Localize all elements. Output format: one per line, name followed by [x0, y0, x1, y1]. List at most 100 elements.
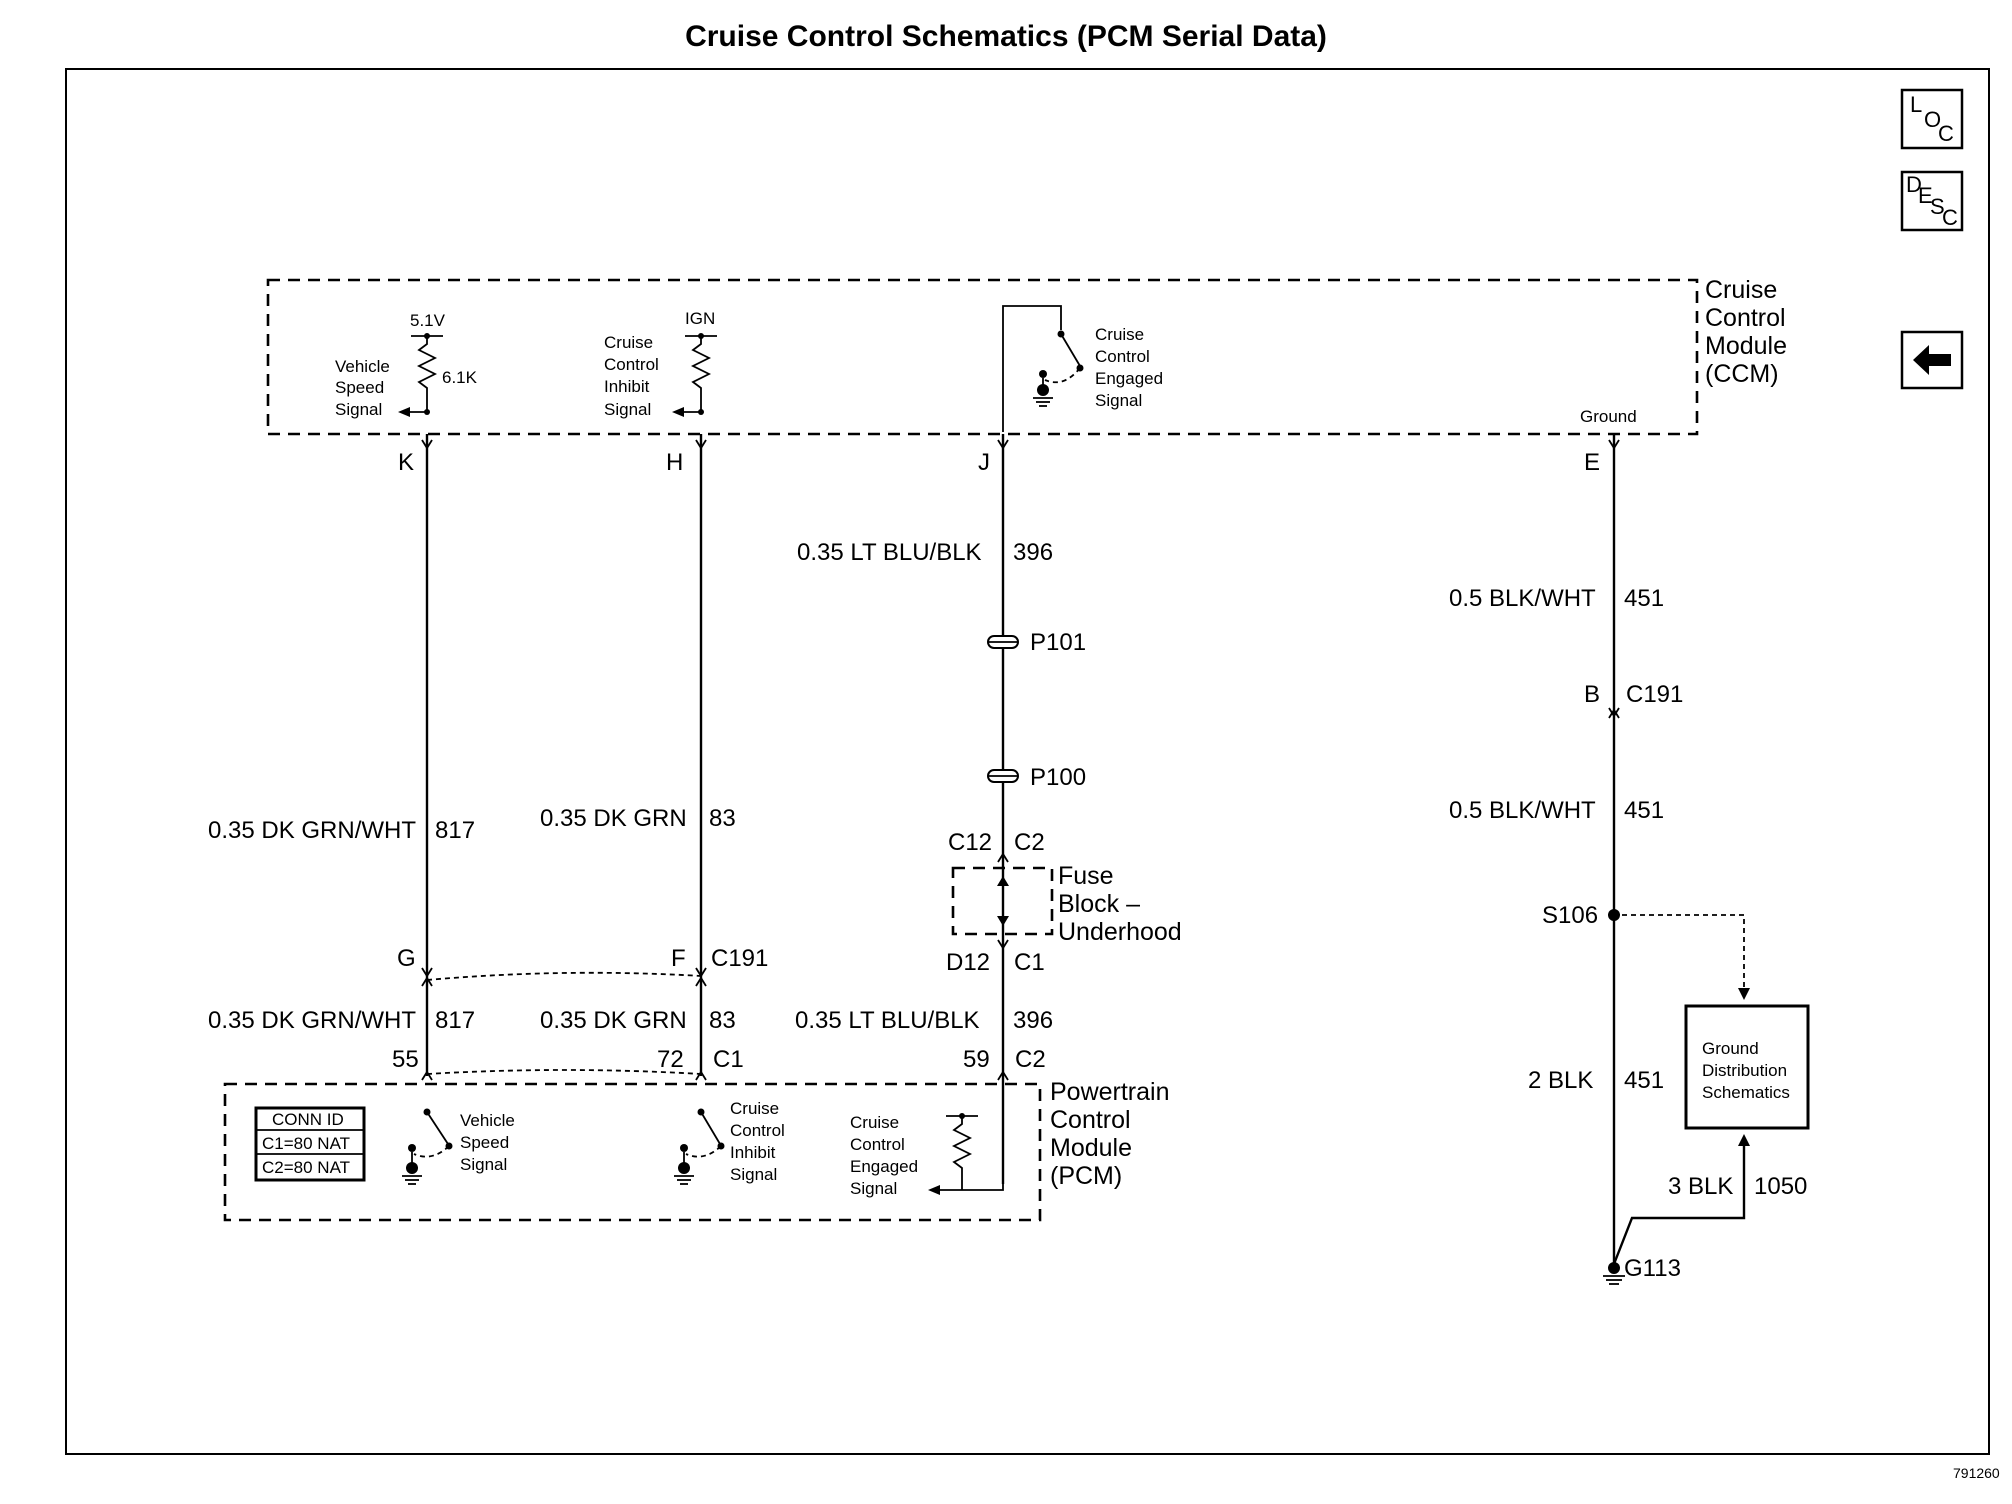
connector-c191-b: B C191 — [1584, 681, 1683, 719]
pcm-inhibit-label-2: Control — [730, 1121, 785, 1140]
connector-p101: P101 — [987, 629, 1086, 656]
vss-resistor — [416, 336, 438, 412]
ccm-engaged-label-3: Engaged — [1095, 369, 1163, 388]
ccm-name-line1: Cruise — [1705, 276, 1777, 304]
fuse-bottom-pin: D12 — [946, 949, 990, 976]
vss-resistor-value: 6.1K — [442, 368, 478, 387]
schematic-frame — [65, 68, 1990, 1455]
pcm-inhibit-switch: Cruise Control Inhibit Signal — [674, 1099, 785, 1185]
ground-distribution-box[interactable]: Ground Distribution Schematics — [1684, 1004, 1810, 1130]
wire-83-upper-color: 0.35 DK GRN — [540, 805, 687, 832]
wire-817-lower-circuit: 817 — [435, 1007, 475, 1034]
pcm-pin-59: 59 — [963, 1046, 990, 1073]
wire-451-b-circuit: 451 — [1624, 797, 1664, 824]
desc-button[interactable]: D E S C — [1900, 170, 1964, 232]
pcm-vss-label-3: Signal — [460, 1155, 507, 1174]
pcm-engaged-circuit: Cruise Control Engaged Signal — [850, 1084, 1004, 1198]
ccm-vss-label-1: Vehicle — [335, 357, 390, 376]
desc-letter-d: D — [1906, 172, 1922, 197]
fuse-block-label-1: Fuse — [1058, 862, 1114, 890]
pin-k: K — [398, 449, 414, 476]
desc-letter-c: C — [1942, 205, 1958, 230]
ccm-engaged-label-1: Cruise — [1095, 325, 1144, 344]
pcm-engaged-label-1: Cruise — [850, 1113, 899, 1132]
pcm-vss-label-2: Speed — [460, 1133, 509, 1152]
p101-label: P101 — [1030, 629, 1086, 656]
wire-396-lower-circuit: 396 — [1013, 1007, 1053, 1034]
fuse-bottom-connector: C1 — [1014, 949, 1045, 976]
pin-h: H — [666, 449, 683, 476]
ccm-name-line2: Control — [1705, 304, 1786, 332]
wire-1050: 3 BLK 1050 — [1612, 1134, 1807, 1265]
ground-g113-label: G113 — [1624, 1255, 1681, 1282]
connector-c191-gf: G F C191 — [397, 945, 768, 987]
ccm-inhibit-circuit: IGN Cruise Control Inhibit Signal — [604, 309, 717, 419]
back-button[interactable] — [1900, 330, 1964, 390]
document-number: 791260 — [1953, 1465, 2000, 1481]
pcm-name-line2: Control — [1050, 1106, 1131, 1134]
cruise-control-module: Cruise Control Module (CCM) 5.1V 6.1K Ve… — [266, 276, 1787, 436]
splice-label: S106 — [1542, 902, 1598, 929]
wire-817-lower-color: 0.35 DK GRN/WHT — [208, 1007, 416, 1034]
fuse-block-label-2: Block – — [1058, 890, 1140, 918]
pcm-vss-switch: Vehicle Speed Signal — [402, 1108, 515, 1185]
ccm-connector-pins: K H J E — [398, 439, 1620, 476]
pin-e: E — [1584, 449, 1600, 476]
pcm-connector-pins: 55 72 C1 59 C2 — [392, 1046, 1046, 1081]
pcm-inhibit-label-4: Signal — [730, 1165, 777, 1184]
ccm-name-line4: (CCM) — [1705, 360, 1779, 388]
wire-451-c-color: 2 BLK — [1528, 1067, 1593, 1094]
pcm-vss-ground-icon — [406, 1162, 418, 1174]
loc-letter-c: C — [1938, 121, 1954, 146]
wire-396-upper-color: 0.35 LT BLU/BLK — [797, 539, 982, 566]
wire-817-upper-circuit: 817 — [435, 817, 475, 844]
ccm-engaged-label-2: Control — [1095, 347, 1150, 366]
ground-g113: G113 — [1603, 1255, 1681, 1285]
wire-83-lower-color: 0.35 DK GRN — [540, 1007, 687, 1034]
wire-83-lower-circuit: 83 — [709, 1007, 736, 1034]
loc-button[interactable]: L O C — [1900, 88, 1964, 150]
fuse-block-underhood: C12 C2 Fuse Block – Underhood D12 C1 — [946, 829, 1182, 976]
splice-dot-icon — [1608, 909, 1620, 921]
desc-letter-e: E — [1918, 183, 1933, 208]
ccm-inhibit-label-3: Inhibit — [604, 377, 650, 396]
wire-451-a-circuit: 451 — [1624, 585, 1664, 612]
c191-b-name: C191 — [1626, 681, 1683, 708]
wire-1050-color: 3 BLK — [1668, 1173, 1733, 1200]
pcm-vss-label-1: Vehicle — [460, 1111, 515, 1130]
pcm-inhibit-label-3: Inhibit — [730, 1143, 776, 1162]
pcm-pin-55: 55 — [392, 1046, 419, 1073]
ccm-vss-circuit: 5.1V 6.1K Vehicle Speed Signal — [335, 311, 478, 419]
ccm-inhibit-label-2: Control — [604, 355, 659, 374]
ccm-engaged-switch: Cruise Control Engaged Signal — [1002, 305, 1163, 432]
c191-pin-g: G — [397, 945, 416, 972]
ground-g113-icon — [1608, 1262, 1620, 1274]
conn-id-c2: C2=80 NAT — [262, 1158, 350, 1177]
conn-id-table: CONN ID C1=80 NAT C2=80 NAT — [254, 1106, 366, 1182]
pcm-engaged-label-4: Signal — [850, 1179, 897, 1198]
ccm-vss-label-2: Speed — [335, 378, 384, 397]
ccm-ground-label: Ground — [1580, 407, 1637, 426]
c191-pin-b: B — [1584, 681, 1600, 708]
fuse-block-label-3: Underhood — [1058, 918, 1182, 946]
wire-396-upper-circuit: 396 — [1013, 539, 1053, 566]
inhibit-resistor — [690, 336, 712, 412]
pcm-pin-72: 72 — [657, 1046, 684, 1073]
pcm-engaged-label-3: Engaged — [850, 1157, 918, 1176]
wire-83-upper-circuit: 83 — [709, 805, 736, 832]
ccm-inhibit-label-1: Cruise — [604, 333, 653, 352]
pcm-c1-name: C1 — [713, 1046, 744, 1073]
wire-451-b-color: 0.5 BLK/WHT — [1449, 797, 1596, 824]
vss-voltage: 5.1V — [410, 311, 446, 330]
pcm-inhibit-label-1: Cruise — [730, 1099, 779, 1118]
fuse-top-connector: C2 — [1014, 829, 1045, 856]
wire-1050-circuit: 1050 — [1754, 1173, 1807, 1200]
pin-j: J — [978, 449, 990, 476]
pcm-engaged-label-2: Control — [850, 1135, 905, 1154]
pcm-name-line4: (PCM) — [1050, 1162, 1122, 1190]
pcm-name-line1: Powertrain — [1050, 1078, 1170, 1106]
pcm-engaged-arrow-icon — [928, 1185, 940, 1195]
loc-letter-l: L — [1910, 92, 1922, 117]
c191-gf-name: C191 — [711, 945, 768, 972]
